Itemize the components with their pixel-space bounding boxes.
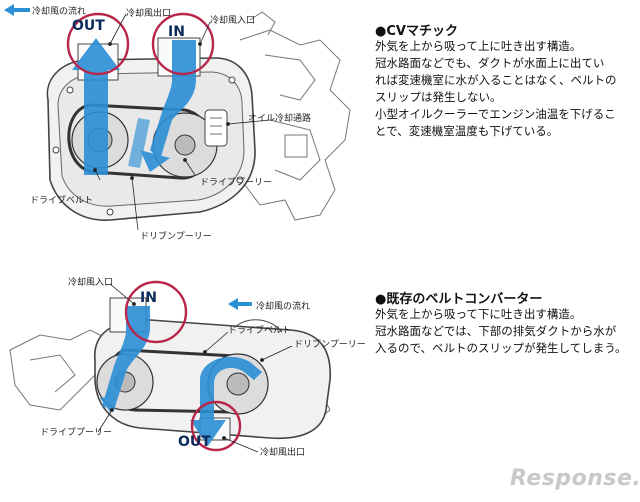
top-in-circle bbox=[151, 12, 215, 76]
bottom-driven-pulley-label: ドリブンプーリー bbox=[294, 340, 366, 350]
bottom-leaders bbox=[97, 283, 293, 453]
bottom-drive-belt-label: ドライブベルト bbox=[228, 326, 292, 336]
top-inlet-label: 冷却風入口 bbox=[210, 16, 256, 26]
top-in-label: IN bbox=[168, 24, 185, 40]
belt-converter-heading: ●既存のベルトコンバーター bbox=[375, 292, 543, 307]
top-out-label: OUT bbox=[72, 18, 105, 34]
top-flow-legend: 冷却風の流れ bbox=[32, 7, 87, 17]
top-oil-passage-label: オイル冷却通路 bbox=[248, 114, 312, 124]
bottom-in-label: IN bbox=[140, 290, 157, 306]
cvmatic-heading: ●CVマチック bbox=[375, 24, 458, 39]
top-outlet-label: 冷却風出口 bbox=[126, 9, 172, 19]
belt-converter-line: 外気を上から吸って下に吐き出す構造。 bbox=[375, 307, 582, 321]
top-drive-pulley-label: ドライブプーリー bbox=[200, 178, 273, 188]
cvmatic-description: 外気を上から吸って上に吐き出す構造。 冠水路面などでも、ダクトが水面上に出てい … bbox=[375, 38, 637, 140]
bottom-outlet-label: 冷却風出口 bbox=[260, 448, 306, 458]
engine-sketch bbox=[239, 11, 351, 221]
cvmatic-line: 小型オイルクーラーでエンジン油温を下げるこ bbox=[375, 107, 616, 121]
top-flow-arrows bbox=[72, 38, 196, 175]
cvmatic-line: とで、変速機室温度も下げている。 bbox=[375, 124, 559, 138]
bottom-in-circle bbox=[124, 280, 188, 344]
bottom-drive-pulley-label: ドライブプーリー bbox=[40, 428, 113, 438]
response-watermark-logo: Response. bbox=[510, 466, 640, 491]
bottom-flow-arrows bbox=[100, 306, 262, 446]
cvmatic-line: 外気を上から吸って上に吐き出す構造。 bbox=[375, 39, 582, 53]
bottom-out-circle bbox=[190, 400, 242, 452]
top-out-circle bbox=[66, 12, 130, 76]
cvmatic-line: れば変速機室に水が入ることはなく、ベルトの bbox=[375, 73, 617, 87]
top-leaders bbox=[93, 13, 271, 231]
belt-converter-line: 冠水路面などでは、下部の排気ダクトから水が bbox=[375, 324, 617, 338]
top-driven-pulley-label: ドリブンプーリー bbox=[140, 232, 212, 242]
bottom-inlet-label: 冷却風入口 bbox=[68, 278, 114, 288]
bottom-flow-legend-arrow-icon bbox=[228, 298, 252, 310]
cvmatic-line: 冠水路面などでも、ダクトが水面上に出てい bbox=[375, 56, 605, 70]
belt-converter-description: 外気を上から吸って下に吐き出す構造。 冠水路面などでは、下部の排気ダクトから水が… bbox=[375, 306, 637, 357]
cvmatic-line: スリップは発生しない。 bbox=[375, 90, 502, 104]
flow-legend-arrow-icon bbox=[4, 4, 30, 16]
belt-converter-line: 入るので、ベルトのスリップが発生してしまう。 bbox=[375, 341, 627, 355]
bottom-flow-legend: 冷却風の流れ bbox=[256, 302, 311, 312]
bottom-out-label: OUT bbox=[178, 434, 211, 450]
top-drive-belt-label: ドライブベルト bbox=[30, 196, 94, 206]
